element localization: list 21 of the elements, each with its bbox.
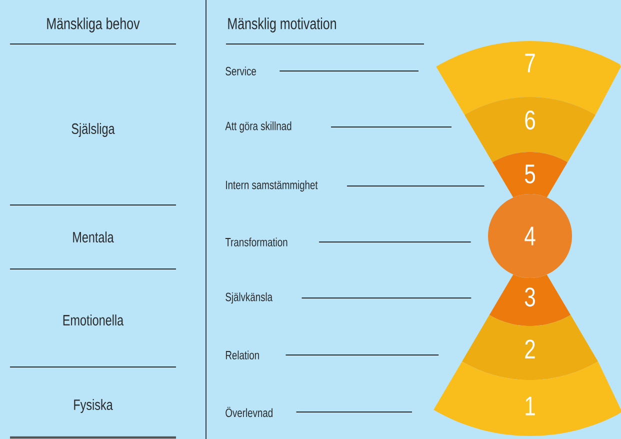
category-label: Själsliga <box>72 123 115 137</box>
leader-line <box>330 126 452 128</box>
leader-line <box>285 354 440 356</box>
motivation-label: Service <box>226 66 256 76</box>
level-segment: 5 <box>492 152 568 198</box>
motivation-label: Självkänsla <box>226 292 273 304</box>
motivation-label: Att göra skillnad <box>225 121 292 133</box>
level-segment: 6 <box>464 97 596 162</box>
motivation-label: Överlevnad <box>226 406 272 418</box>
level-segment: 2 <box>462 314 598 380</box>
category-label: Fysiska <box>74 399 113 413</box>
motivation-label: Relation <box>226 350 259 360</box>
category-label: Mentala <box>73 232 114 242</box>
motivation-label: Intern samstämmighet <box>226 180 318 192</box>
column-heading: Mänskliga behov <box>47 18 140 32</box>
leader-line <box>279 70 419 72</box>
category-label: Emotionella <box>63 314 124 326</box>
level-segment: 3 <box>489 274 571 326</box>
motivation-label: Transformation <box>225 238 288 246</box>
level-segment: 1 <box>434 361 621 436</box>
column-heading: Mänsklig motivation <box>228 18 336 32</box>
